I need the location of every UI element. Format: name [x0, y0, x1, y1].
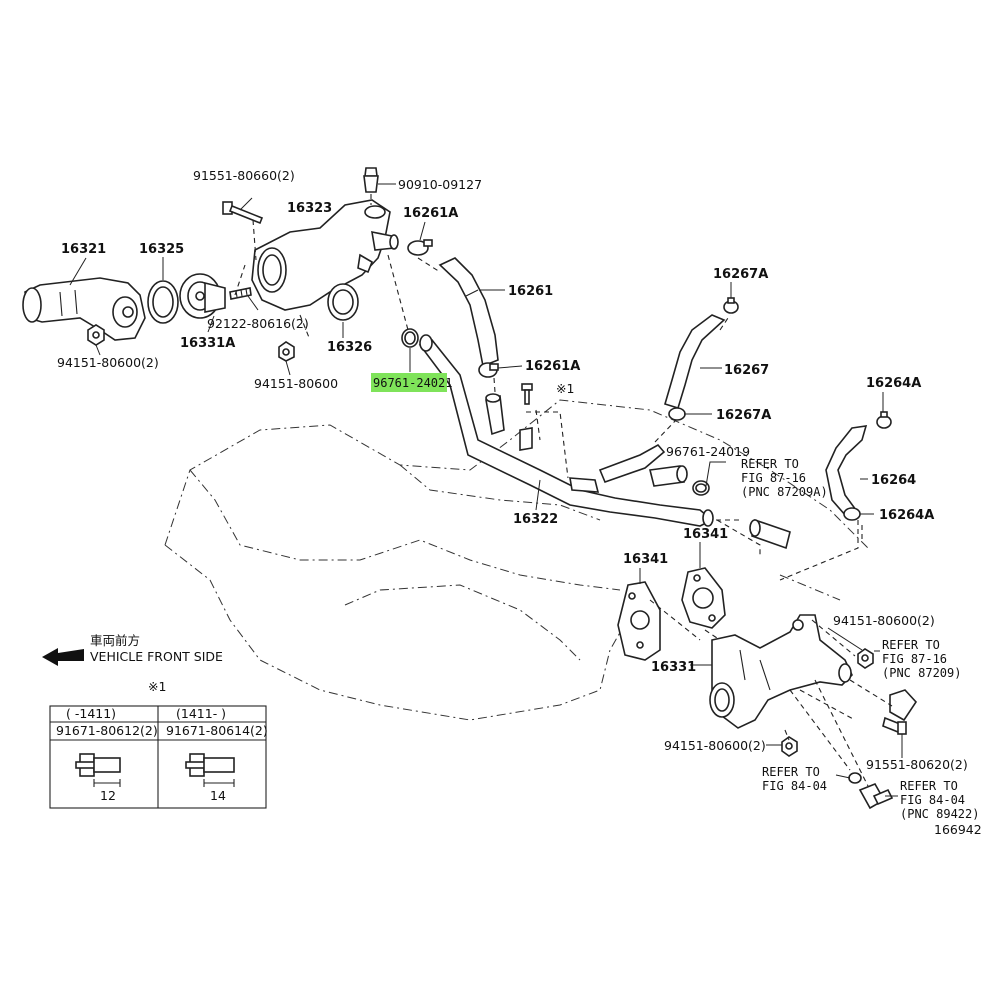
gasket-ref-84-04: [848, 772, 862, 784]
label-16264A-low: 16264A: [879, 508, 934, 523]
front-label-en: VEHICLE FRONT SIDE: [90, 649, 223, 664]
label-94151-80600-low: 94151-80600(2): [664, 738, 766, 753]
bleeder-90910: [363, 167, 379, 205]
label-92122-80616: 92122-80616(2): [207, 316, 309, 331]
label-16321: 16321: [61, 242, 106, 257]
label-94151-80600-left: 94151-80600(2): [57, 355, 159, 370]
clamp-16264A-top: [876, 411, 892, 429]
hose-16261: [438, 257, 499, 368]
clamp-16261A-top: [407, 239, 433, 256]
label-16261: 16261: [508, 284, 553, 299]
bolt-table-col2-range: (1411- ): [176, 706, 226, 721]
label-94151-80600-right: 94151-80600(2): [833, 613, 935, 628]
gasket-16326: [327, 283, 359, 321]
refer-to-84-04-a: REFER TO FIG 84-04: [762, 765, 827, 793]
bypass-pipe: [889, 689, 918, 722]
ref1-line2: FIG 87-16: [741, 471, 806, 485]
label-16264: 16264: [871, 473, 916, 488]
ref4-line1: REFER TO: [900, 779, 958, 793]
ref2-line3: (PNC 87209): [882, 666, 961, 680]
water-inlet-housing-16331: [709, 614, 853, 729]
bolt-table-col2-dim: 14: [210, 788, 226, 803]
label-16323: 16323: [287, 201, 332, 216]
vehicle-front-indicator: 車両前方 VEHICLE FRONT SIDE: [42, 633, 223, 666]
label-ref-mark-1: ※1: [556, 381, 574, 396]
leader-lines: [69, 183, 903, 797]
temp-sensor: [858, 782, 894, 810]
water-pipe-16322: [418, 334, 714, 527]
stud-92122: [229, 287, 252, 300]
clamp-16261A-mid: [478, 362, 499, 378]
ref3-line2: FIG 84-04: [762, 779, 827, 793]
label-16264A-top: 16264A: [866, 376, 921, 391]
ref2-line1: REFER TO: [882, 638, 940, 652]
water-inlet-16321: [22, 277, 146, 341]
nut-94151-low: [781, 736, 798, 757]
label-16331A: 16331A: [180, 336, 235, 351]
nut-94151-mid: [278, 341, 295, 362]
ref1-line3: (PNC 87209A): [741, 485, 828, 499]
ref2-line2: FIG 87-16: [882, 652, 947, 666]
refer-to-87-16-a: REFER TO FIG 87-16 (PNC 87209A): [741, 457, 828, 499]
label-16267A-top: 16267A: [713, 267, 768, 282]
engine-outline: [164, 399, 871, 721]
o-ring-96761-24021: [401, 328, 419, 348]
bolt-icon-12: [75, 753, 121, 787]
label-94151-80600-mid: 94151-80600: [254, 376, 338, 391]
label-16341-b: 16341: [683, 527, 728, 542]
label-16267: 16267: [724, 363, 769, 378]
bolt-91551-right: [882, 716, 907, 735]
label-16331: 16331: [651, 660, 696, 675]
label-16322: 16322: [513, 512, 558, 527]
thermostat-16331A: [179, 273, 226, 319]
bolt-table-col1-range: ( -1411): [66, 706, 116, 721]
bolt-table-col2-part: 91671-80614(2): [166, 723, 268, 738]
bolt-table-col1-dim: 12: [100, 788, 116, 803]
bolt-icon-14: [185, 753, 235, 787]
label-16326: 16326: [327, 340, 372, 355]
label-16341-a: 16341: [623, 552, 668, 567]
gasket-16325: [147, 280, 179, 324]
ref1-line1: REFER TO: [741, 457, 799, 471]
gasket-16341-a: [617, 581, 661, 661]
label-16267A-mid: 16267A: [716, 408, 771, 423]
refer-to-84-04-b: REFER TO FIG 84-04 (PNC 89422): [900, 779, 979, 821]
o-ring-96761-24019: [692, 480, 710, 496]
ref4-line2: FIG 84-04: [900, 793, 965, 807]
bolt-91551-top: [222, 201, 264, 225]
gasket-16341-b: [681, 567, 726, 629]
highlight-96761-24021: [371, 373, 447, 392]
label-16261A-top: 16261A: [403, 206, 458, 221]
front-label-jp: 車両前方: [90, 633, 140, 648]
bolt-table: ※1 ( -1411) (1411- ) 91671-80612(2) 9167…: [49, 679, 268, 809]
bolt-ref1: [521, 383, 533, 405]
clamp-16267A-mid: [668, 407, 686, 421]
hose-16267: [664, 314, 726, 410]
housing-16323: [251, 199, 399, 311]
label-96761-24021: 96761-24021: [373, 376, 452, 390]
label-90910-09127: 90910-09127: [398, 177, 482, 192]
label-91551-80620: 91551-80620(2): [866, 757, 968, 772]
ref3-line1: REFER TO: [762, 765, 820, 779]
label-96761-24019: 96761-24019: [666, 444, 750, 459]
label-91551-80660: 91551-80660(2): [193, 168, 295, 183]
clamp-16264A-low: [843, 507, 861, 521]
label-16261A-mid: 16261A: [525, 359, 580, 374]
label-16325: 16325: [139, 242, 184, 257]
refer-to-87-16-b: REFER TO FIG 87-16 (PNC 87209): [882, 638, 961, 680]
nut-94151-right: [857, 648, 874, 669]
clamp-16267A-top: [723, 297, 739, 314]
bolt-table-mark: ※1: [148, 679, 166, 694]
part-labels: 90910-09127 91551-80660(2) 16323 16261A …: [57, 168, 982, 837]
hose-16264: [825, 425, 868, 518]
front-arrow-icon: [42, 648, 84, 666]
bolt-table-col1-part: 91671-80612(2): [56, 723, 158, 738]
pipe-stub: [749, 518, 791, 550]
label-diagram-number: 166942: [934, 822, 982, 837]
nut-94151-left: [87, 324, 105, 346]
ref4-line3: (PNC 89422): [900, 807, 979, 821]
